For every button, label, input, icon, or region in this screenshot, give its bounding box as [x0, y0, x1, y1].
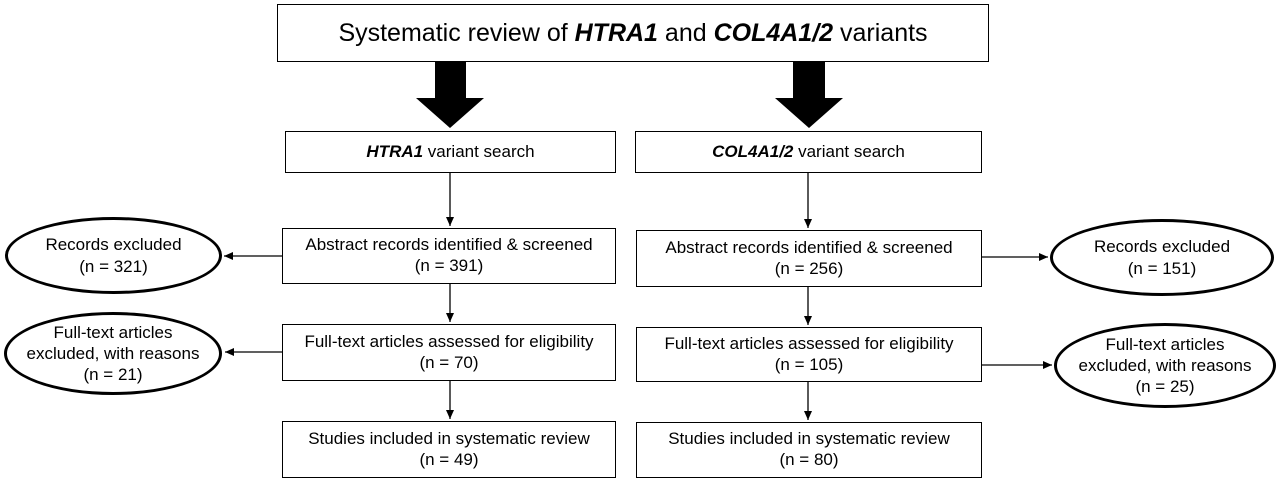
- col4a1-records-excluded-oval: Records excluded (n = 151): [1050, 219, 1274, 296]
- big-arrow-left: [416, 62, 484, 128]
- col4a1-included-box: Studies included in systematic review (n…: [636, 422, 982, 478]
- title-box: Systematic review of HTRA1 and COL4A1/2 …: [277, 4, 989, 62]
- assessed-label: Full-text articles assessed for eligibil…: [304, 331, 594, 351]
- screened-count: (n = 256): [774, 258, 844, 278]
- col4a1-fulltext-excluded-oval: Full-text articles excluded, with reason…: [1054, 323, 1276, 408]
- records-excluded-count: (n = 151): [1127, 258, 1197, 278]
- htra1-assessed-box: Full-text articles assessed for eligibil…: [282, 324, 616, 381]
- search-label: variant search: [793, 141, 905, 161]
- col4a1-gene-label: COL4A1/2: [712, 141, 794, 161]
- included-label: Studies included in systematic review: [668, 429, 950, 449]
- htra1-fulltext-excluded-oval: Full-text articles excluded, with reason…: [4, 312, 222, 395]
- htra1-records-excluded-oval: Records excluded (n = 321): [5, 217, 222, 294]
- assessed-count: (n = 105): [774, 354, 844, 374]
- col4a1-assessed-box: Full-text articles assessed for eligibil…: [636, 327, 982, 382]
- fulltext-excluded-line2: excluded, with reasons: [26, 343, 200, 363]
- records-excluded-count: (n = 321): [79, 256, 148, 276]
- assessed-label: Full-text articles assessed for eligibil…: [664, 333, 954, 353]
- fulltext-excluded-count: (n = 21): [83, 365, 143, 385]
- screened-count: (n = 391): [414, 256, 484, 275]
- col4a1-screened-box: Abstract records identified & screened (…: [636, 230, 982, 287]
- search-label: variant search: [423, 141, 535, 161]
- fulltext-excluded-line1: Full-text articles: [53, 322, 173, 342]
- col4a1-search-box: COL4A1/2 variant search: [635, 131, 982, 173]
- records-excluded-label: Records excluded: [1093, 237, 1231, 257]
- htra1-gene-label: HTRA1: [366, 141, 424, 161]
- screened-label: Abstract records identified & screened: [305, 235, 593, 255]
- screened-label: Abstract records identified & screened: [665, 237, 953, 257]
- htra1-search-box: HTRA1 variant search: [285, 131, 616, 173]
- included-count: (n = 49): [419, 449, 479, 469]
- big-arrow-right: [775, 62, 843, 128]
- title-text: Systematic review of HTRA1 and COL4A1/2 …: [338, 18, 928, 47]
- fulltext-excluded-line1: Full-text articles: [1105, 334, 1225, 354]
- htra1-included-box: Studies included in systematic review (n…: [282, 421, 616, 478]
- included-label: Studies included in systematic review: [308, 428, 590, 448]
- records-excluded-label: Records excluded: [45, 235, 182, 255]
- fulltext-excluded-count: (n = 25): [1135, 377, 1195, 397]
- fulltext-excluded-line2: excluded, with reasons: [1078, 355, 1252, 375]
- htra1-screened-box: Abstract records identified & screened (…: [282, 228, 616, 284]
- included-count: (n = 80): [779, 450, 839, 469]
- assessed-count: (n = 70): [419, 352, 479, 372]
